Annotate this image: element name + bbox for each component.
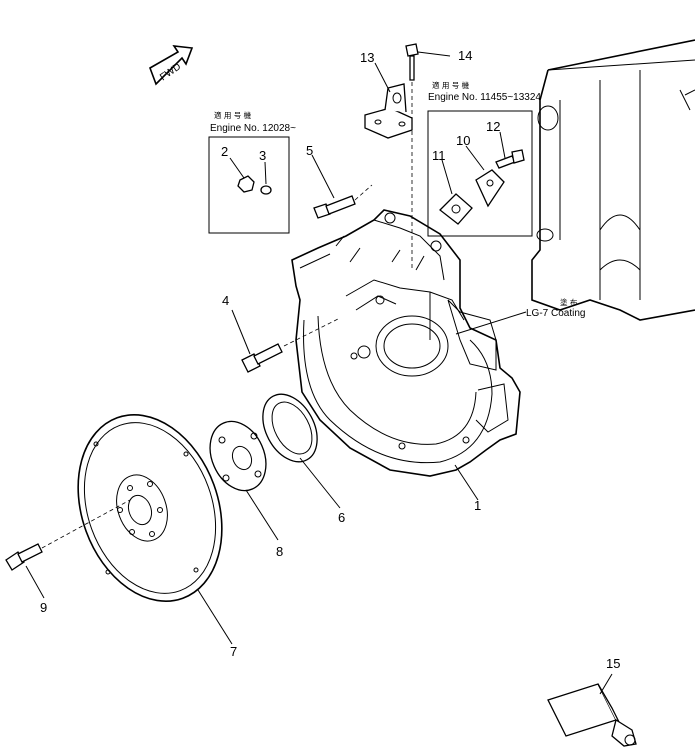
- part-8-plate: [209, 420, 279, 541]
- callout-4: 4: [222, 293, 229, 308]
- svg-text:塗 布: 塗 布: [560, 297, 578, 307]
- callout-14: 14: [458, 48, 472, 63]
- callout-3: 3: [259, 148, 266, 163]
- svg-text:LG-7 Coating: LG-7 Coating: [526, 308, 585, 319]
- part-5-bolt: [311, 154, 373, 219]
- callout-15: 15: [606, 656, 620, 671]
- callout-13: 13: [360, 50, 374, 65]
- fwd-label: FWD: [158, 61, 183, 83]
- callout-2: 2: [221, 144, 228, 159]
- callout-6: 6: [338, 510, 345, 525]
- callout-12: 12: [486, 119, 500, 134]
- svg-text:適 用 号 機: 適 用 号 機: [214, 110, 252, 120]
- part-6-seal: [262, 393, 341, 509]
- callout-7: 7: [230, 644, 237, 659]
- svg-text:Engine No. 11455~13324: Engine No. 11455~13324: [428, 92, 541, 103]
- part-12-bolt: [495, 131, 525, 169]
- applicability-box-left: 適 用 号 機 Engine No. 12028~: [208, 110, 296, 234]
- part-3-washer: [260, 161, 272, 195]
- callout-8: 8: [276, 544, 283, 559]
- callout-5: 5: [306, 143, 313, 158]
- callout-11: 11: [432, 148, 446, 163]
- callout-1: 1: [474, 498, 481, 513]
- coating-note: 塗 布 LG-7 Coating: [455, 297, 585, 335]
- svg-text:Engine No. 12028~: Engine No. 12028~: [210, 123, 296, 134]
- part-9-bolt: [5, 499, 131, 599]
- part-1-flywheel-housing: [291, 209, 521, 501]
- engine-block: [531, 39, 695, 321]
- part-13-bracket: [364, 62, 413, 139]
- part-11-gasket: [439, 159, 473, 225]
- callout-9: 9: [40, 600, 47, 615]
- part-2-nut: [229, 157, 255, 193]
- forward-direction-arrow: FWD: [149, 45, 194, 86]
- svg-text:適 用 号 機: 適 用 号 機: [432, 80, 470, 90]
- part-4-bolt: [231, 309, 341, 373]
- applicability-box-right: 適 用 号 機 Engine No. 11455~13324: [427, 80, 541, 237]
- part-14-bolt: [405, 43, 451, 270]
- part-10-cover: [465, 145, 505, 208]
- callout-10: 10: [456, 133, 470, 148]
- part-7-flywheel: [77, 414, 233, 645]
- part-15-sealant-tube: [547, 673, 637, 747]
